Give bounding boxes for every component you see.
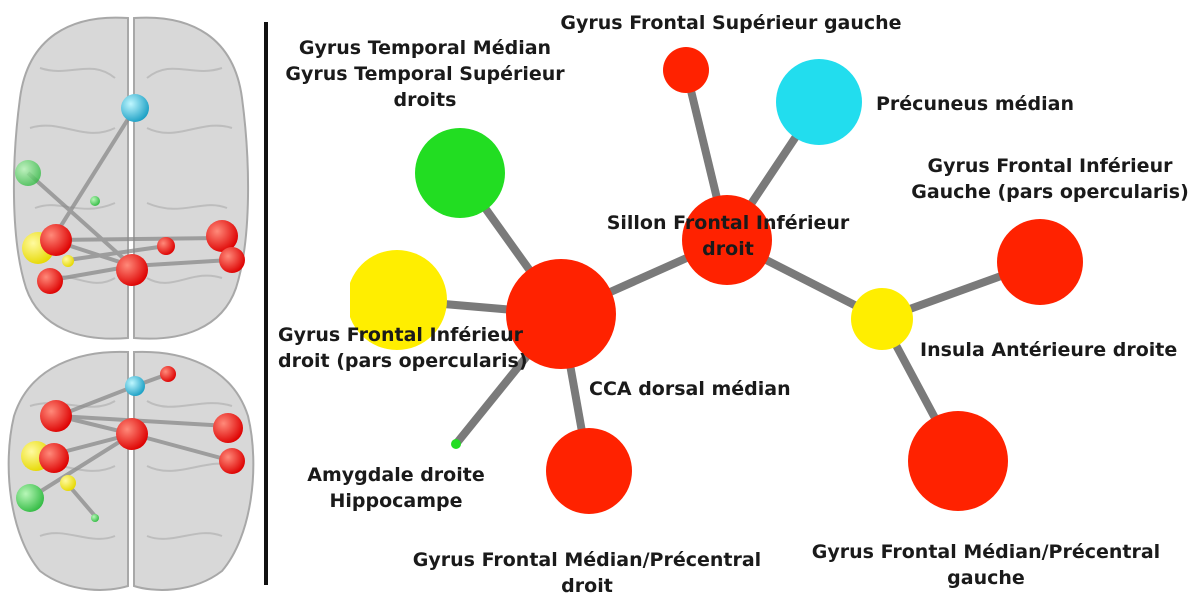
label-gtm: Gyrus Temporal Médian Gyrus Temporal Sup… (285, 37, 565, 111)
label-amygdale: Amygdale droite Hippocampe (307, 464, 485, 512)
label-cca: CCA dorsal médian (589, 378, 791, 400)
brain-axial-view (12, 16, 250, 340)
node-gtm (415, 128, 505, 218)
label-gfm-droit: Gyrus Frontal Médian/Précentral droit (412, 549, 762, 597)
label-gfm-gauche: Gyrus Frontal Médian/Précentral gauche (811, 541, 1161, 589)
node-gfm-gauche (908, 411, 1008, 511)
node-gfi-droit (350, 250, 447, 350)
label-gfi-droit: Gyrus Frontal Inférieur droit (pars oper… (278, 324, 528, 372)
node-precuneus (776, 59, 862, 145)
label-gfs-gauche: Gyrus Frontal Supérieur gauche (560, 12, 902, 34)
node-gfs-gauche (663, 47, 709, 93)
brain-coronal-view (7, 350, 255, 591)
node-amygdale (451, 439, 461, 449)
label-sfi: Sillon Frontal Inférieur droit (606, 212, 850, 260)
node-insula (851, 288, 913, 350)
label-insula: Insula Antérieure droite (920, 339, 1178, 361)
node-gfm-droit (546, 428, 632, 514)
node-sfi (682, 195, 772, 285)
node-cca (506, 259, 616, 369)
node-gfi-gauche (997, 219, 1083, 305)
divider (264, 22, 268, 585)
label-precuneus: Précuneus médian (876, 93, 1074, 115)
label-gfi-gauche: Gyrus Frontal Inférieur Gauche (pars ope… (911, 155, 1189, 203)
